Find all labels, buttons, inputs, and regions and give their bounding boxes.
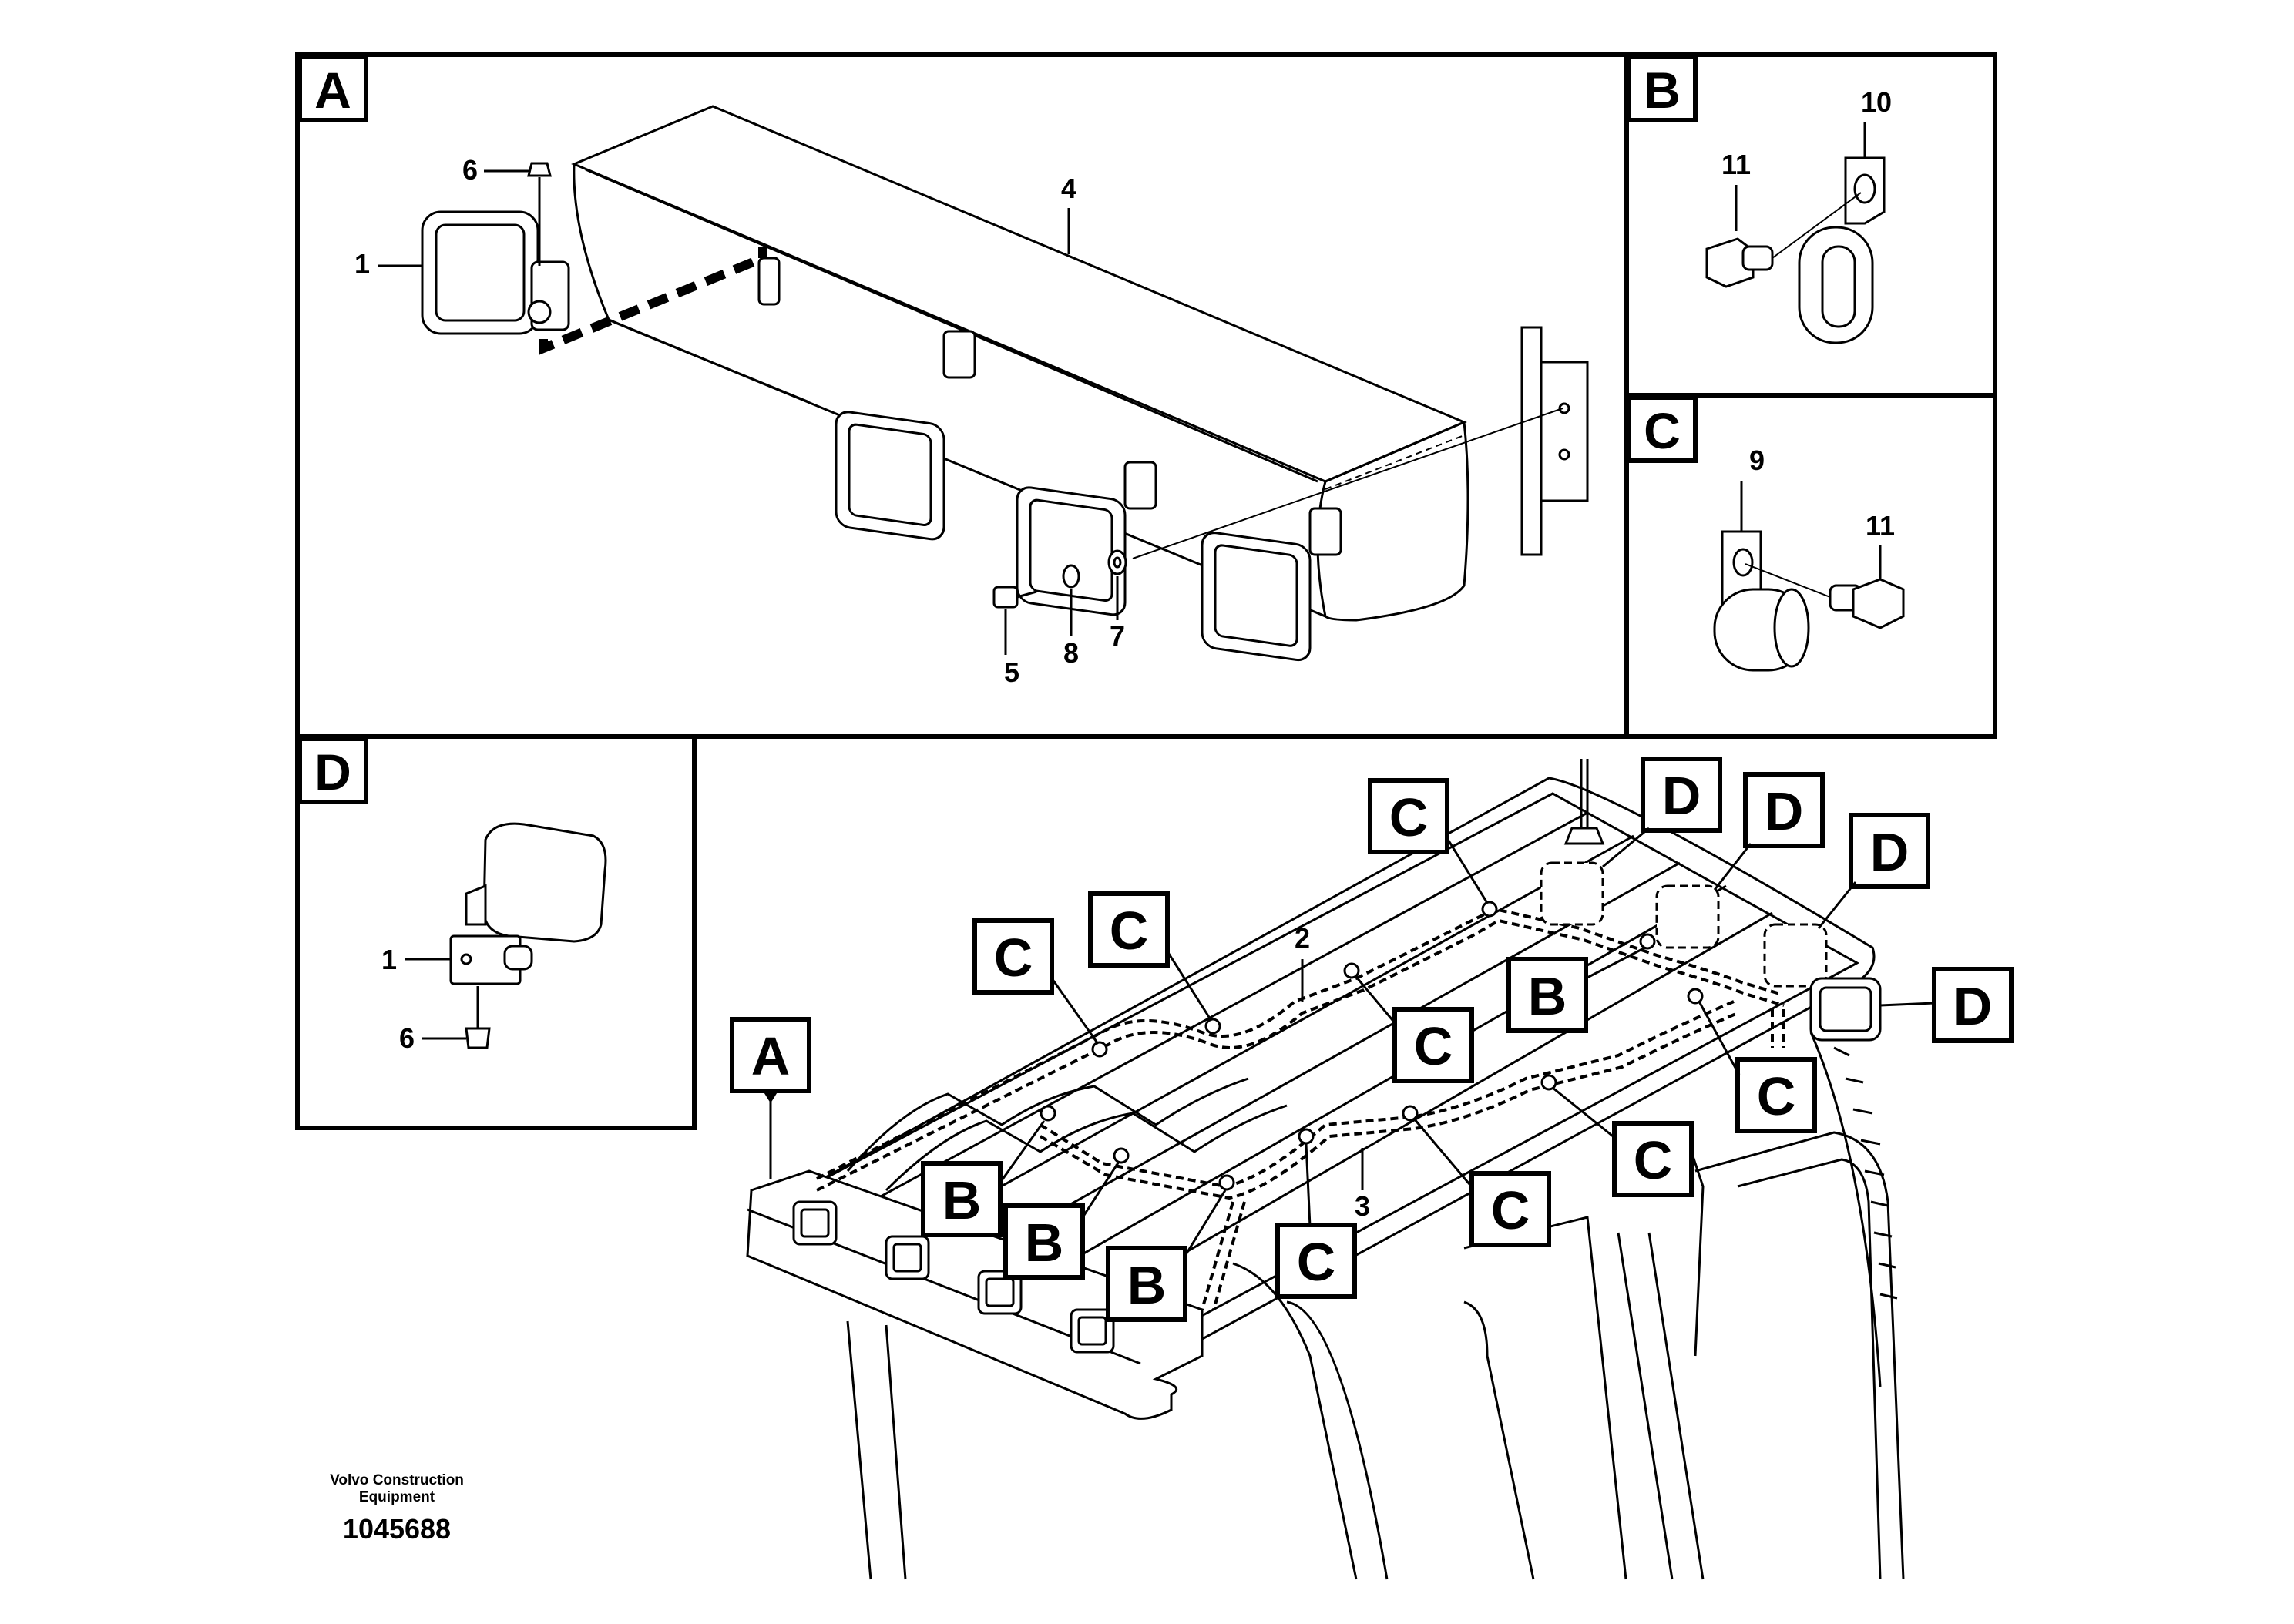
label-part-11-c: 11 bbox=[1866, 510, 1895, 542]
callout-c-2: C bbox=[1088, 891, 1213, 1022]
mount-stud bbox=[757, 257, 781, 306]
svg-text:B: B bbox=[1025, 1213, 1064, 1273]
svg-text:A: A bbox=[751, 1026, 791, 1086]
svg-text:B: B bbox=[1127, 1255, 1167, 1315]
panel-c-letter: C bbox=[1644, 402, 1681, 459]
panel-d-letter: D bbox=[314, 743, 351, 800]
mounting-bracket bbox=[1520, 326, 1589, 556]
panel-a-frame bbox=[295, 52, 1629, 739]
label-part-9: 9 bbox=[1749, 445, 1765, 476]
svg-text:C: C bbox=[1634, 1130, 1673, 1190]
callout-d-1: D bbox=[1602, 757, 1722, 868]
roof-lamps bbox=[1540, 861, 1828, 988]
callout-b-2: B bbox=[1003, 1161, 1120, 1280]
label-part-11-b: 11 bbox=[1721, 149, 1751, 180]
bar-lamps bbox=[835, 330, 1342, 662]
bolt-washer-set bbox=[992, 549, 1127, 609]
svg-text:B: B bbox=[1528, 966, 1567, 1026]
bolt-item-11-b bbox=[1705, 192, 1862, 288]
label-part-6-d: 6 bbox=[399, 1022, 415, 1054]
svg-text:C: C bbox=[1491, 1180, 1530, 1240]
callout-c-8: C bbox=[1275, 1143, 1357, 1299]
callout-b-4: B bbox=[1506, 946, 1646, 1033]
panel-b-part-labels: 10 11 bbox=[1721, 86, 1892, 231]
footer-drawing-number: 1045688 bbox=[342, 1513, 452, 1545]
work-lamp-item-1 bbox=[421, 162, 570, 335]
bar-lamp-2 bbox=[1016, 461, 1157, 616]
washer-item-8 bbox=[1062, 564, 1080, 589]
panel-d-part-labels: 1 6 bbox=[381, 944, 466, 1054]
label-part-6: 6 bbox=[462, 154, 478, 186]
label-part-3: 3 bbox=[1355, 1190, 1370, 1222]
panel-b-letter: B bbox=[1644, 62, 1681, 119]
label-part-8: 8 bbox=[1063, 637, 1079, 669]
footer-company-line-1: Volvo Construction bbox=[330, 1472, 464, 1488]
callout-c-7: C bbox=[1412, 1118, 1551, 1247]
label-part-1: 1 bbox=[354, 248, 370, 280]
svg-text:C: C bbox=[1414, 1016, 1453, 1076]
label-part-4: 4 bbox=[1061, 173, 1076, 204]
panel-letter-boxes: A B C D bbox=[297, 55, 1698, 804]
callout-d-3: D bbox=[1817, 813, 1930, 929]
bolt-item-5 bbox=[992, 586, 1019, 609]
label-part-7: 7 bbox=[1110, 620, 1125, 652]
svg-text:D: D bbox=[1953, 976, 1993, 1036]
detail-callout-a: A bbox=[730, 1017, 811, 1179]
svg-text:C: C bbox=[1110, 901, 1149, 961]
callout-c-6: C bbox=[1552, 1086, 1694, 1197]
panel-b-clamp bbox=[1705, 156, 1886, 344]
bar-lamp-1 bbox=[835, 330, 976, 541]
detail-callouts-d: D D D D bbox=[1602, 757, 2014, 1043]
panel-c-part-labels: 9 11 bbox=[1740, 445, 1895, 579]
label-part-2: 2 bbox=[1295, 922, 1310, 954]
panel-a-part-labels: 1 6 4 5 8 7 bbox=[354, 154, 1125, 688]
svg-text:C: C bbox=[1757, 1066, 1796, 1126]
callout-c-4: C bbox=[1355, 976, 1474, 1083]
panel-c-frame bbox=[1624, 393, 1997, 739]
label-part-5: 5 bbox=[1004, 656, 1019, 688]
panel-d-lamp bbox=[449, 822, 607, 1049]
callout-d-2: D bbox=[1713, 772, 1825, 891]
cab-light-bar bbox=[746, 1169, 1204, 1420]
callout-b-3: B bbox=[1106, 1189, 1227, 1322]
callout-d-4: D bbox=[1879, 967, 2014, 1043]
assembly-part-labels: 2 3 bbox=[1295, 922, 1370, 1222]
bar-lamp-3 bbox=[1201, 507, 1342, 662]
svg-text:C: C bbox=[1297, 1232, 1336, 1292]
callout-c-5: C bbox=[1698, 1001, 1817, 1133]
callout-c-1: C bbox=[972, 918, 1100, 1045]
panel-a-letter: A bbox=[314, 62, 351, 119]
panel-d-frame bbox=[295, 734, 697, 1130]
svg-text:B: B bbox=[942, 1170, 982, 1230]
detail-callouts-b: B B B B bbox=[921, 946, 1646, 1322]
callout-b-1: B bbox=[921, 1120, 1046, 1237]
svg-text:D: D bbox=[1662, 766, 1701, 826]
footer-company-line-2: Equipment bbox=[358, 1489, 435, 1505]
lamp-mount-line bbox=[539, 247, 767, 355]
svg-text:C: C bbox=[994, 928, 1033, 988]
harness-clips bbox=[1040, 901, 1704, 1191]
callout-c-3: C bbox=[1368, 778, 1489, 904]
bolt-axis-line bbox=[1132, 408, 1563, 559]
svg-text:D: D bbox=[1765, 781, 1804, 841]
detail-callouts-c: C C C C C C C bbox=[972, 778, 1817, 1299]
panel-c-clamp bbox=[1713, 530, 1905, 672]
svg-text:D: D bbox=[1870, 822, 1909, 882]
label-part-1-d: 1 bbox=[381, 944, 397, 975]
rear-lamp bbox=[1809, 977, 1882, 1042]
svg-text:C: C bbox=[1389, 787, 1429, 847]
label-part-10: 10 bbox=[1861, 86, 1892, 118]
